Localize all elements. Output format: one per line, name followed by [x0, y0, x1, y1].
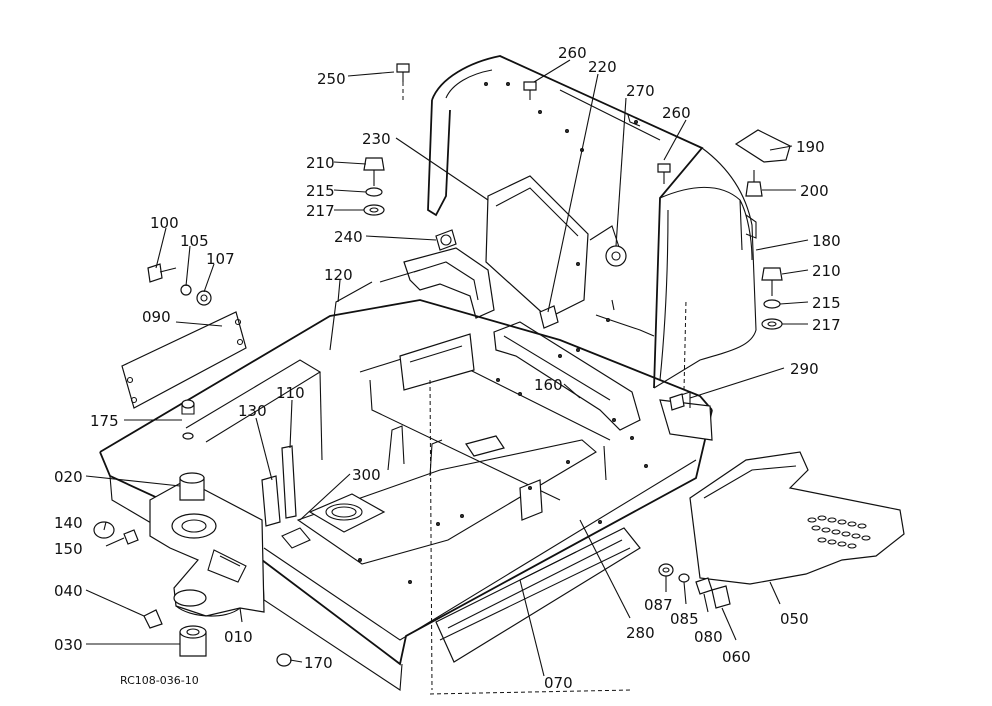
- inner-panel: [485, 175, 621, 319]
- hardware: [93, 63, 791, 667]
- part-label-030: 030: [54, 636, 83, 654]
- rear-hood-cover: [427, 55, 757, 389]
- part-label-087: 087: [644, 596, 673, 614]
- part-label-215: 215: [812, 294, 841, 312]
- part-label-270: 270: [626, 82, 655, 100]
- part-label-080: 080: [694, 628, 723, 646]
- part-label-280: 280: [626, 624, 655, 642]
- part-label-090: 090: [142, 308, 171, 326]
- part-label-217: 217: [306, 202, 335, 220]
- part-label-300: 300: [352, 466, 381, 484]
- part-label-220: 220: [588, 58, 617, 76]
- part-label-050: 050: [780, 610, 809, 628]
- seat-mount-brackets: [329, 247, 641, 431]
- drawing-reference: RC108-036-10: [120, 674, 199, 687]
- part-label-107: 107: [206, 250, 235, 268]
- bottom-cover: [435, 527, 641, 663]
- part-label-210: 210: [812, 262, 841, 280]
- part-label-240: 240: [334, 228, 363, 246]
- part-label-170: 170: [304, 654, 333, 672]
- leader-lines: [85, 59, 809, 695]
- part-label-020: 020: [54, 468, 83, 486]
- part-label-180: 180: [812, 232, 841, 250]
- part-label-260: 260: [558, 44, 587, 62]
- part-label-190: 190: [796, 138, 825, 156]
- part-label-217: 217: [812, 316, 841, 334]
- main-frame: [99, 82, 713, 691]
- part-label-105: 105: [180, 232, 209, 250]
- part-label-120: 120: [324, 266, 353, 284]
- part-label-230: 230: [362, 130, 391, 148]
- part-label-060: 060: [722, 648, 751, 666]
- part-label-175: 175: [90, 412, 119, 430]
- part-label-070: 070: [544, 674, 573, 692]
- swing-bracket: [149, 479, 265, 617]
- part-label-150: 150: [54, 540, 83, 558]
- part-label-110: 110: [276, 384, 305, 402]
- part-label-140: 140: [54, 514, 83, 532]
- side-plate: [121, 311, 247, 409]
- part-label-200: 200: [800, 182, 829, 200]
- part-label-085: 085: [670, 610, 699, 628]
- part-labels: 250 260 220 270 260 190 200 230 210 215 …: [54, 44, 841, 692]
- part-label-130: 130: [238, 402, 267, 420]
- part-label-040: 040: [54, 582, 83, 600]
- part-label-010: 010: [224, 628, 253, 646]
- part-label-210: 210: [306, 154, 335, 172]
- part-label-290: 290: [790, 360, 819, 378]
- part-label-250: 250: [317, 70, 346, 88]
- part-label-215: 215: [306, 182, 335, 200]
- floor-plate: [689, 451, 905, 585]
- part-label-160: 160: [534, 376, 563, 394]
- part-label-260: 260: [662, 104, 691, 122]
- part-label-100: 100: [150, 214, 179, 232]
